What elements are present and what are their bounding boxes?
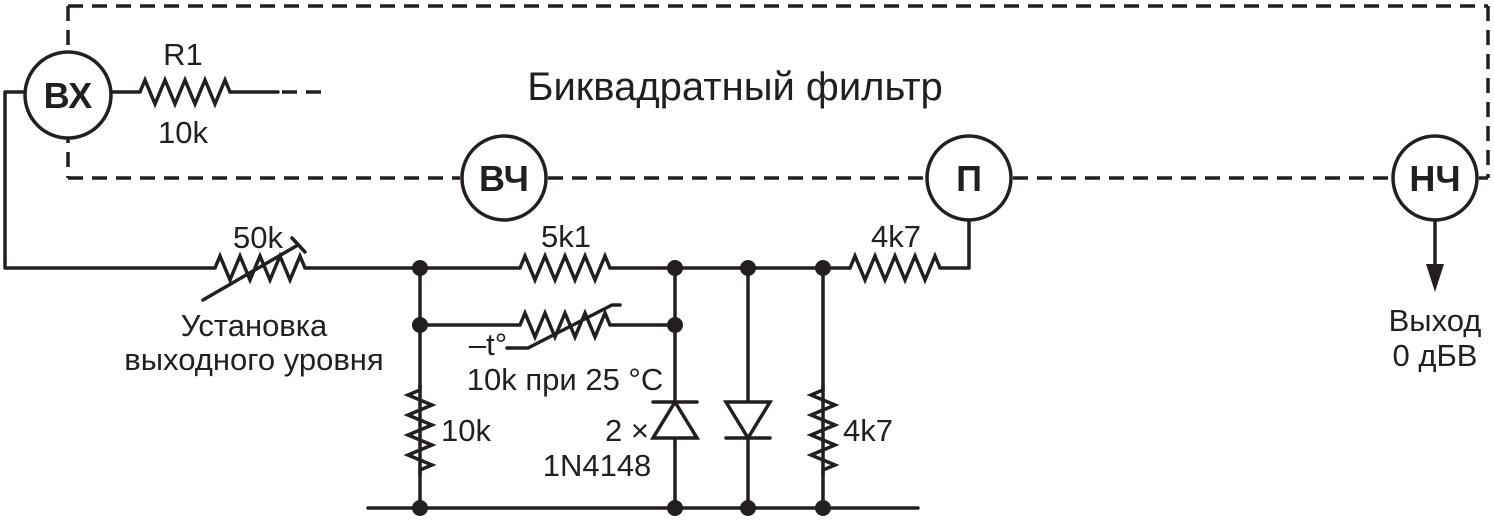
input-port: ВХ — [23, 50, 113, 140]
resistor-10k-shunt — [403, 385, 437, 475]
r1-value-label: 10k — [158, 115, 208, 150]
resistor-r1 — [138, 75, 232, 109]
r1-name-label: R1 — [163, 37, 203, 72]
bandpass-port-label: П — [956, 158, 982, 199]
potentiometer-adjust-tee — [290, 236, 307, 254]
pot-caption-line1: Установка — [181, 308, 328, 343]
potentiometer-adjust-arrow — [201, 243, 300, 302]
thermistor-symbol-label: –t° — [469, 327, 507, 362]
input-port-label: ВХ — [44, 75, 93, 116]
pot-value-label: 50k — [233, 220, 283, 255]
output-label-line1: Выход — [1389, 303, 1482, 338]
wire-feedback-left — [3, 90, 217, 270]
lowpass-port-label: НЧ — [1409, 158, 1460, 199]
pot-caption-line2: выходного уровня — [124, 342, 383, 377]
diode-2-triangle — [722, 400, 774, 442]
filter-title: Биквадратный фильтр — [527, 65, 943, 109]
diode-1-triangle — [649, 398, 701, 440]
output-label-line2: 0 дБВ — [1393, 338, 1478, 373]
output-arrow-icon — [1426, 264, 1444, 292]
resistor-4k7-series — [848, 251, 942, 285]
r-series-value-label: 5k1 — [541, 219, 591, 254]
potentiometer-50k — [213, 251, 307, 285]
resistor-5k1 — [518, 251, 612, 285]
thermistor — [518, 308, 612, 342]
wire-to-bandpass — [938, 218, 971, 270]
junction-dots — [412, 260, 831, 516]
thermistor-slash — [505, 303, 622, 350]
diode-count-label: 2 × — [605, 413, 649, 448]
bandpass-port: П — [925, 134, 1013, 222]
resistor-4k7-shunt — [806, 385, 840, 475]
thermistor-value-label: 10k при 25 °C — [467, 362, 663, 397]
highpass-port-label: ВЧ — [479, 158, 529, 199]
diode-part-label: 1N4148 — [543, 448, 652, 483]
r-shunt2-value-label: 4k7 — [843, 413, 893, 448]
r-shunt-value-label: 10k — [441, 413, 491, 448]
r-out-value-label: 4k7 — [871, 219, 921, 254]
highpass-port: ВЧ — [460, 134, 548, 222]
lowpass-port: НЧ — [1391, 134, 1479, 222]
filter-block-outline — [66, 4, 1490, 180]
